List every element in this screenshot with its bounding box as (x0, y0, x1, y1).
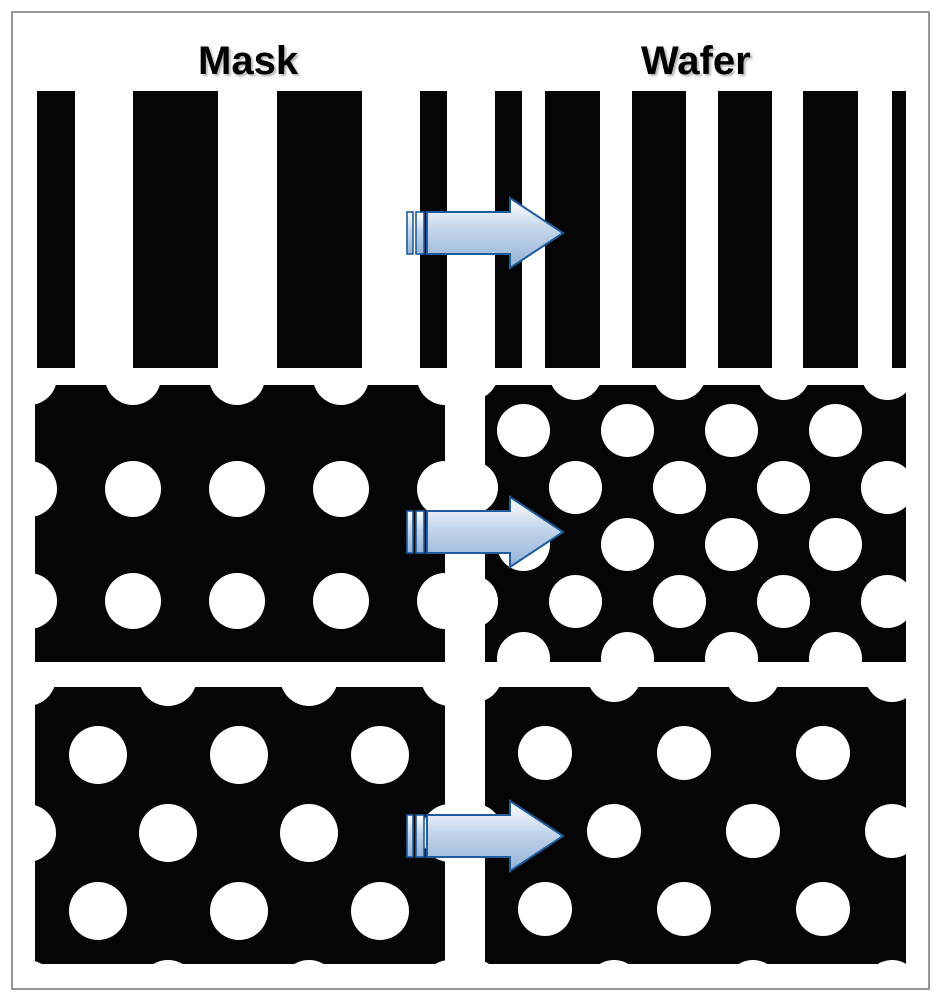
pattern-hole (704, 403, 758, 457)
grating-bar (133, 91, 218, 368)
pattern-hole (496, 403, 550, 457)
pattern-panel-row3-left (35, 687, 445, 964)
pattern-hole (548, 460, 602, 514)
pattern-hole (587, 960, 641, 964)
transfer-arrow-row1 (406, 196, 566, 270)
transfer-arrow-row2 (406, 495, 566, 569)
pattern-hole (726, 804, 780, 858)
pattern-hole (139, 960, 197, 964)
pattern-hole (35, 573, 57, 629)
grating-bar (803, 91, 858, 368)
pattern-hole (209, 461, 265, 517)
pattern-hole (280, 687, 338, 706)
pattern-hole (313, 385, 369, 405)
pattern-hole (68, 882, 127, 940)
pattern-hole (139, 687, 197, 706)
transfer-arrow-row3 (406, 799, 566, 873)
pattern-hole (600, 631, 654, 662)
pattern-hole (280, 960, 338, 964)
column-title-mask: Mask (198, 39, 299, 83)
grating-bar (277, 91, 362, 368)
figure-frame: Mask Wafer (11, 11, 930, 990)
pattern-hole (105, 461, 161, 517)
pattern-hole (704, 631, 758, 662)
pattern-hole (209, 385, 265, 405)
pattern-hole (209, 882, 268, 940)
right-arrow-icon (406, 495, 565, 569)
pattern-hole (704, 517, 758, 571)
pattern-hole (105, 385, 161, 405)
pattern-hole (860, 574, 906, 628)
pattern-hole (485, 385, 498, 400)
pattern-hole (485, 960, 502, 964)
pattern-hole (756, 574, 810, 628)
pattern-hole (280, 804, 338, 862)
pattern-hole (587, 804, 641, 858)
pattern-hole (35, 804, 56, 862)
pattern-hole (421, 960, 445, 964)
right-arrow-icon (406, 196, 565, 270)
pattern-hole (35, 960, 56, 964)
pattern-hole (209, 726, 268, 784)
pattern-panel-row3-right (485, 687, 906, 964)
pattern-hole (35, 687, 56, 706)
pattern-hole (496, 631, 550, 662)
pattern-hole (105, 573, 161, 629)
pattern-hole (517, 726, 572, 780)
pattern-hole (421, 687, 445, 706)
pattern-hole (756, 385, 810, 400)
pattern-hole (517, 882, 572, 936)
pattern-hole (417, 385, 445, 405)
grating-bar (718, 91, 772, 368)
pattern-hole (139, 804, 197, 862)
pattern-hole (313, 573, 369, 629)
pattern-hole (485, 687, 502, 702)
pattern-hole (656, 882, 711, 936)
pattern-hole (350, 726, 409, 784)
pattern-hole (485, 460, 498, 514)
pattern-hole (209, 573, 265, 629)
pattern-panel-row2-left (35, 385, 445, 662)
pattern-panel-row2-right (485, 385, 906, 662)
pattern-hole (652, 574, 706, 628)
pattern-hole (808, 403, 862, 457)
pattern-hole (587, 687, 641, 702)
pattern-hole (756, 460, 810, 514)
column-title-wafer: Wafer (641, 39, 751, 83)
pattern-hole (865, 960, 906, 964)
pattern-hole (808, 631, 862, 662)
right-arrow-icon (406, 799, 565, 873)
pattern-hole (726, 687, 780, 702)
grating-bar (892, 91, 906, 368)
pattern-hole (795, 882, 850, 936)
pattern-hole (726, 960, 780, 964)
pattern-hole (350, 882, 409, 940)
pattern-hole (860, 460, 906, 514)
pattern-hole (68, 726, 127, 784)
pattern-hole (652, 460, 706, 514)
pattern-hole (417, 573, 445, 629)
pattern-hole (485, 574, 498, 628)
pattern-hole (600, 517, 654, 571)
pattern-hole (35, 385, 57, 405)
pattern-hole (860, 385, 906, 400)
grating-bar (37, 91, 75, 368)
pattern-hole (656, 726, 711, 780)
pattern-hole (808, 517, 862, 571)
pattern-hole (548, 385, 602, 400)
grating-bar (632, 91, 686, 368)
pattern-hole (865, 687, 906, 702)
pattern-hole (865, 804, 906, 858)
pattern-hole (795, 726, 850, 780)
pattern-hole (652, 385, 706, 400)
pattern-hole (548, 574, 602, 628)
pattern-hole (600, 403, 654, 457)
pattern-panel-row1-right (420, 91, 906, 368)
pattern-hole (313, 461, 369, 517)
pattern-hole (35, 461, 57, 517)
pattern-panel-row1-left (35, 91, 445, 368)
